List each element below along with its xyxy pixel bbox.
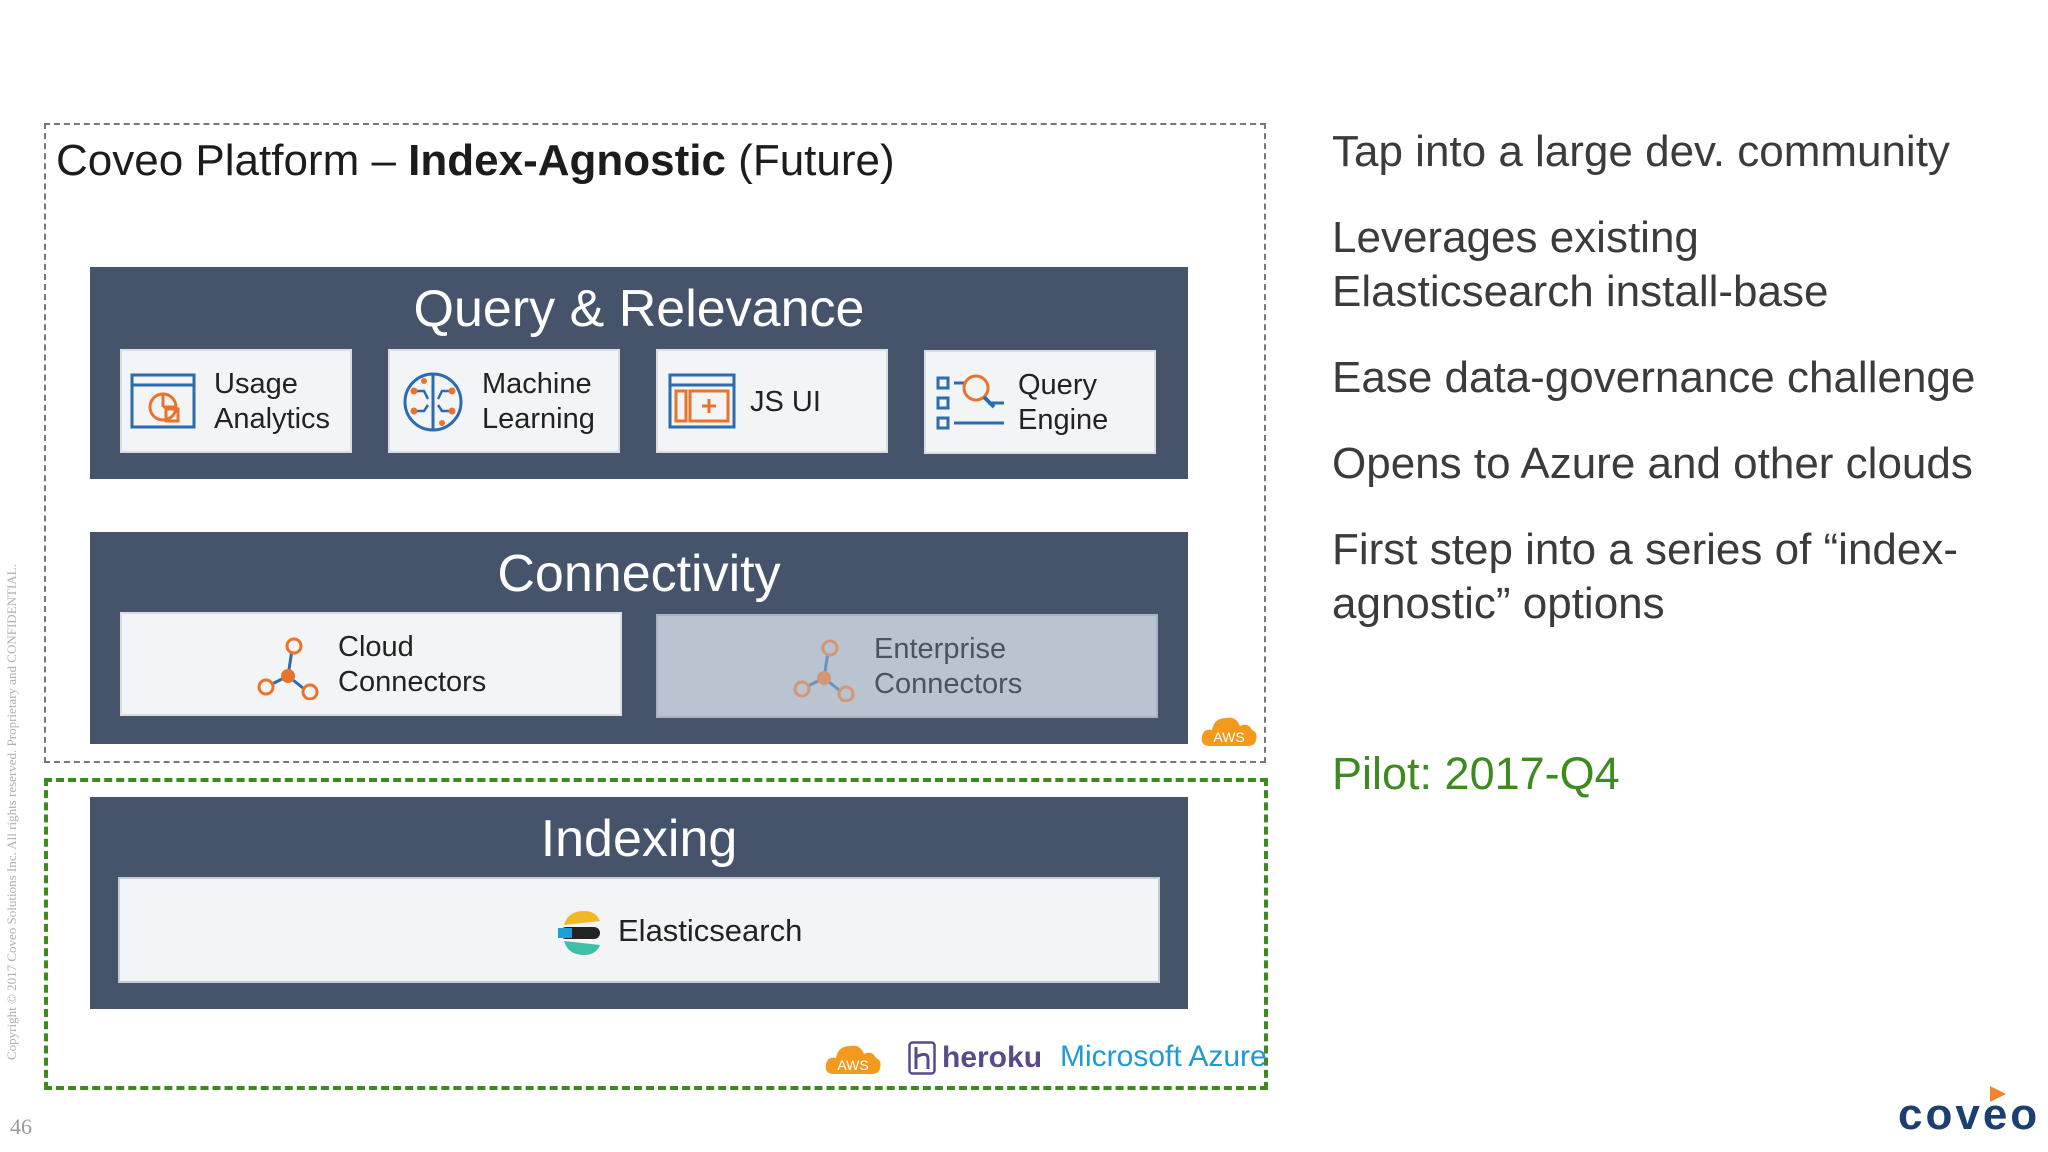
page-number: 46 [10,1114,32,1139]
module-label: Machine Learning [482,368,595,435]
module-label: Enterprise Connectors [874,633,1023,700]
connector-nodes-icon [793,639,855,702]
module-machine-learning[interactable]: Machine Learning [388,349,620,453]
connectivity-panel: Connectivity Cloud Connectors Enterprise… [90,532,1188,744]
aws-cloud-icon: AWS [1201,717,1257,746]
platform-title-suffix: (Future) [725,136,895,185]
indexing-frame [44,778,1268,1090]
heroku-icon [908,1041,936,1075]
svg-text:AWS: AWS [837,1057,868,1073]
coveo-triangle-icon [1990,1086,2006,1102]
module-elasticsearch[interactable]: Elasticsearch [118,877,1160,983]
module-label: Cloud Connectors [338,631,487,698]
platform-frame [44,123,1266,763]
heroku-text: heroku [942,1041,1043,1074]
module-label: Query Engine [1018,369,1109,436]
query-engine-search-icon [936,374,1004,430]
heroku-logo: heroku [908,1038,1042,1078]
copyright-text: Copyright © 2017 Coveo Solutions Inc. Al… [4,564,19,1060]
bullet-item: Leverages existing Elasticsearch install… [1332,213,1829,316]
bullet-item: Opens to Azure and other clouds [1332,439,1973,488]
module-label: JS UI [750,386,821,418]
elasticsearch-logo-icon [558,911,600,955]
coveo-logo-text: coveo [1898,1090,2041,1139]
usage-analytics-icon [130,373,196,429]
coveo-logo: coveo [1898,1086,2041,1140]
aws-cloud-icon: AWS [825,1045,881,1074]
indexing-title: Indexing [540,810,738,868]
bullet-item: Ease data-governance challenge [1332,353,1976,402]
svg-text:AWS: AWS [1213,729,1244,745]
module-usage-analytics[interactable]: Usage Analytics [120,349,352,453]
query-relevance-panel: Query & Relevance Usage Analytics Machin… [90,267,1188,479]
connector-nodes-icon [257,637,319,700]
platform-title-bold: Index-Agnostic [408,136,726,185]
module-label: Usage Analytics [214,368,331,435]
bullet-item: Tap into a large dev. community [1332,127,1950,176]
azure-logo-text: Microsoft Azure [1060,1040,1267,1073]
module-label: Elasticsearch [618,913,803,948]
module-cloud-connectors[interactable]: Cloud Connectors [120,612,622,716]
module-query-engine[interactable]: Query Engine [924,350,1156,454]
platform-title-prefix: Coveo Platform – [56,136,409,185]
pilot-date: Pilot: 2017-Q4 [1332,748,1620,799]
platform-title: Coveo Platform – Index-Agnostic (Future) [56,136,895,186]
module-enterprise-connectors[interactable]: Enterprise Connectors [656,614,1158,718]
indexing-panel: Indexing Elasticsearch [90,797,1188,1009]
connectivity-title: Connectivity [497,545,781,603]
module-js-ui[interactable]: JS UI [656,349,888,453]
bullet-item: First step into a series of “index- agno… [1332,525,1959,628]
machine-learning-brain-icon [403,372,463,432]
benefits-list: Tap into a large dev. community Leverage… [1332,125,2032,663]
query-relevance-title: Query & Relevance [413,280,865,338]
js-ui-window-icon [668,373,736,429]
